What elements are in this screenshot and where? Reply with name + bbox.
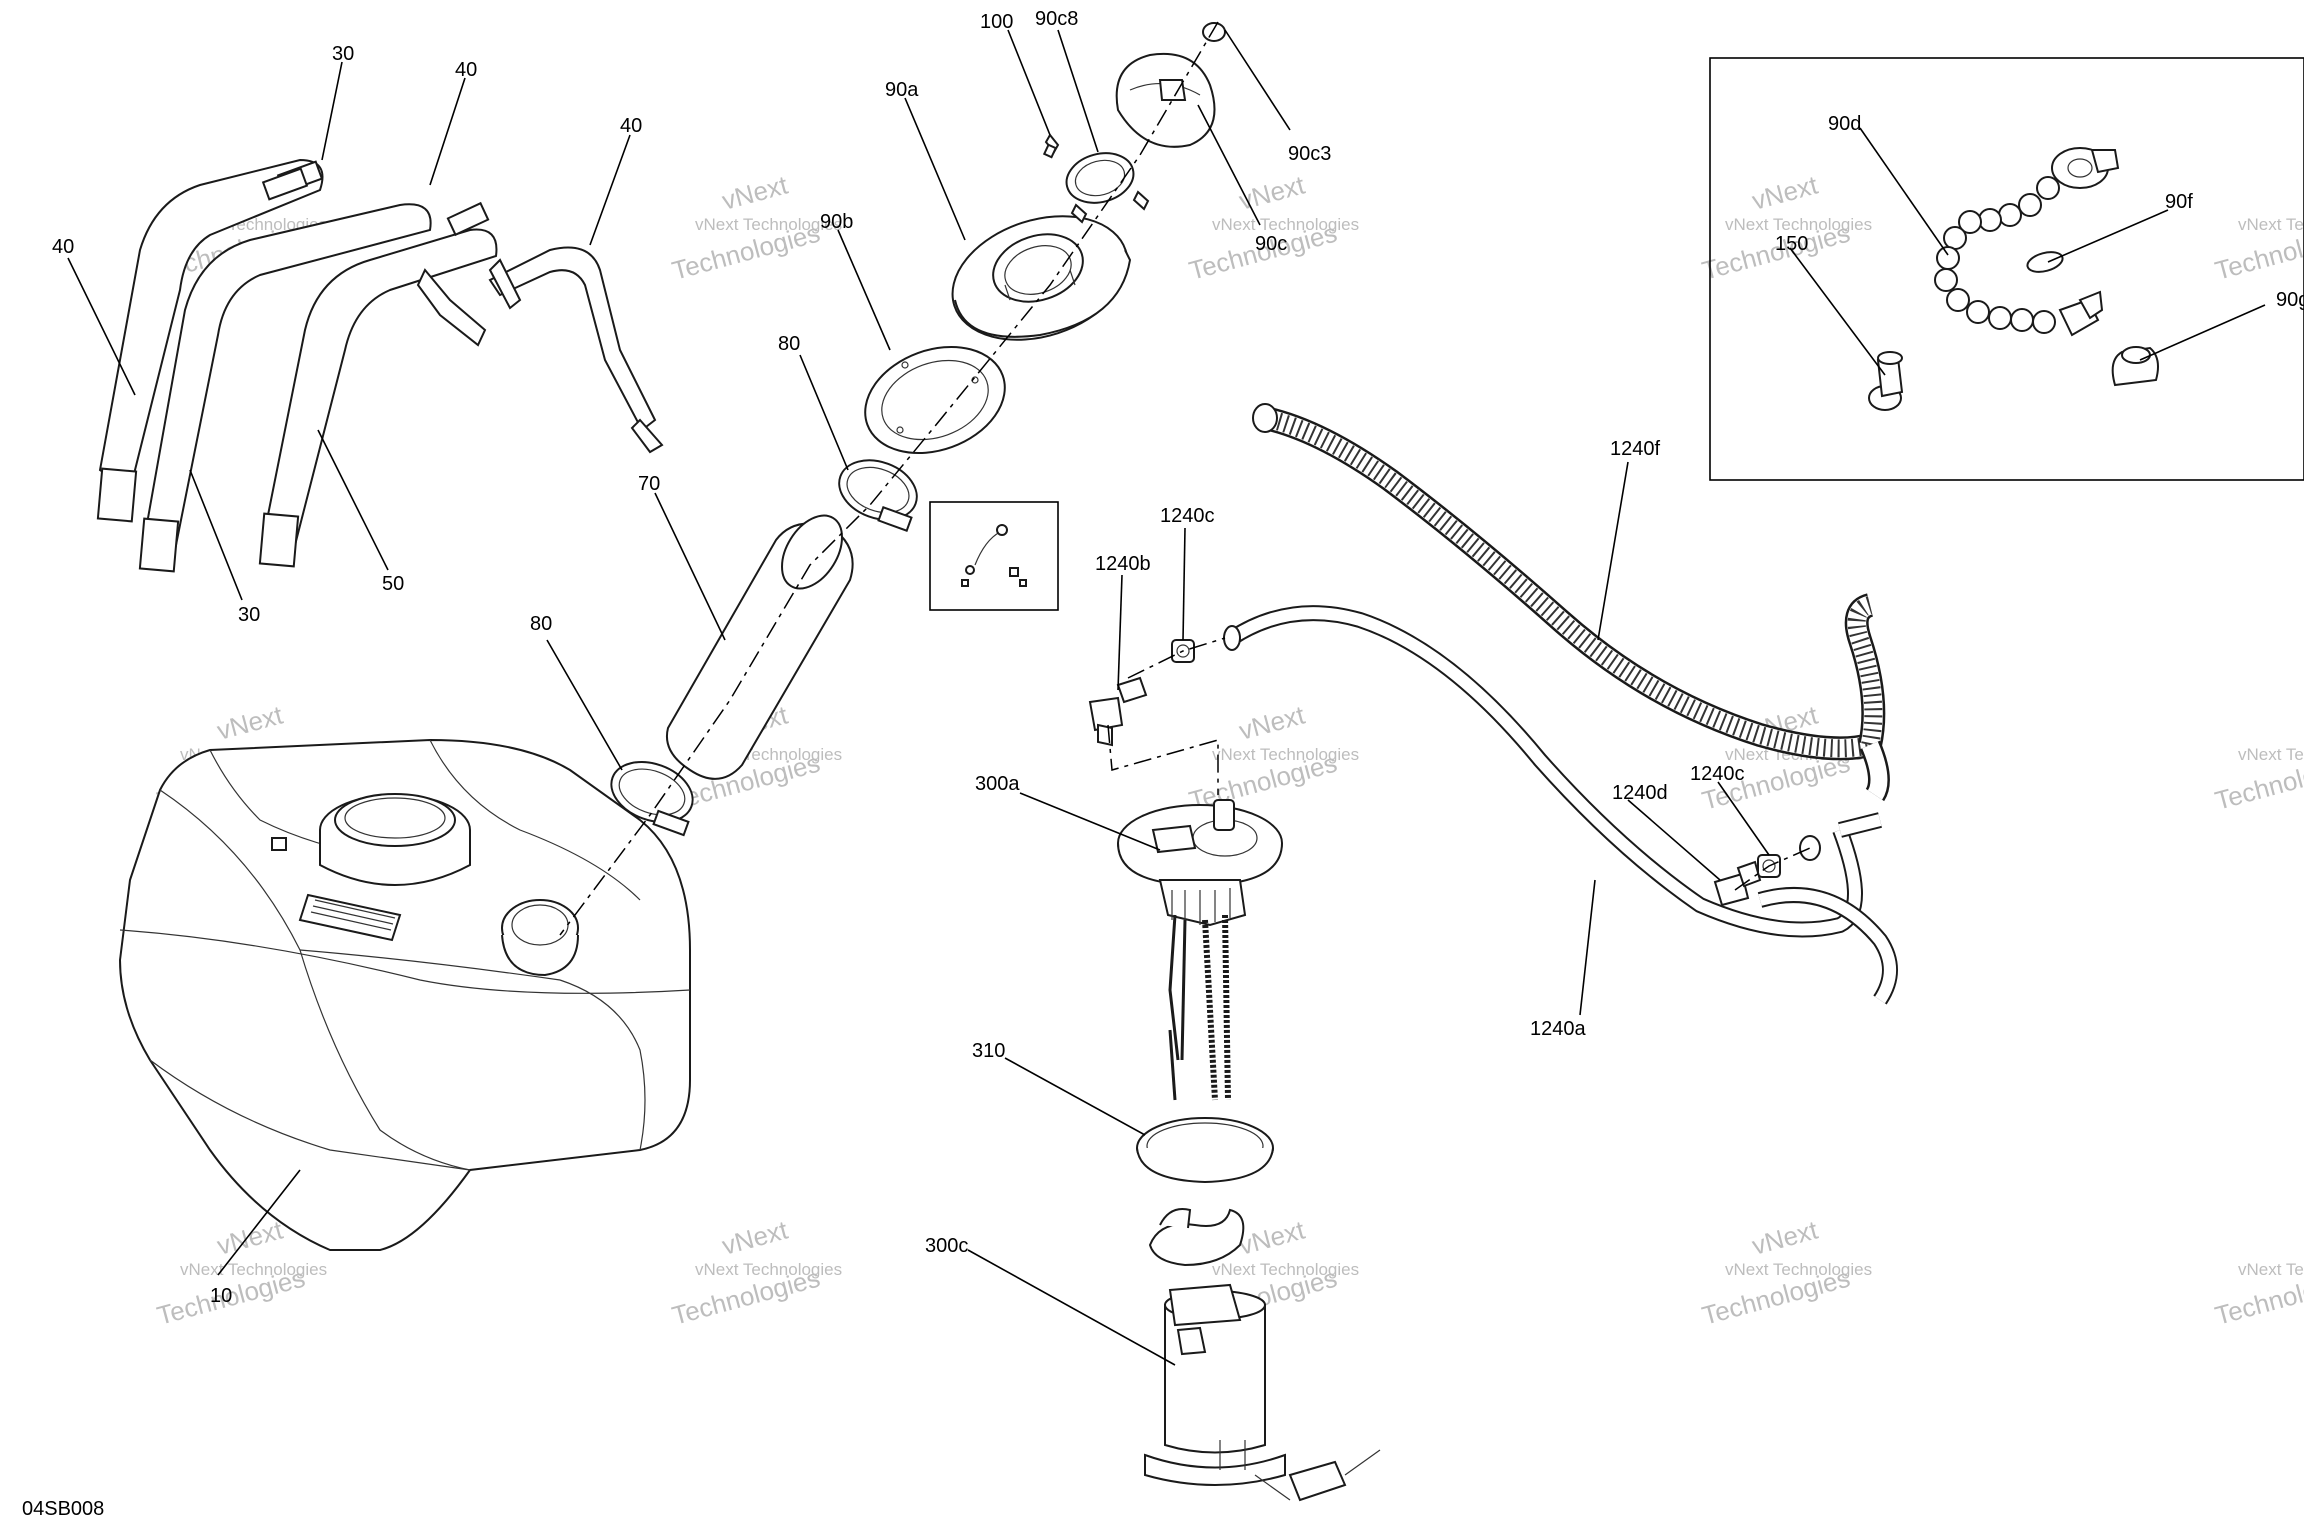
svg-text:vNext: vNext [1236, 1214, 1309, 1260]
leader-lines [67, 29, 2266, 1366]
callouts: 30 40 40 40 30 50 100 90c8 90a 90c3 90c … [52, 8, 2304, 1307]
svg-text:vNext Technologies: vNext Technologies [1725, 215, 1872, 234]
svg-text:vNext: vNext [1236, 699, 1309, 745]
callout-1240c: 1240c [1690, 763, 1745, 785]
clamp-80-lower-part[interactable] [603, 751, 701, 837]
callout-1240d: 1240d [1612, 782, 1668, 804]
connector-1240b-part[interactable] [1088, 676, 1148, 747]
callout-80: 80 [778, 333, 800, 355]
callout-50: 50 [382, 573, 404, 595]
svg-text:vNext Technologies: vNext Technologies [1212, 745, 1359, 764]
ring-90c8-part[interactable] [1061, 146, 1139, 210]
callout-90f: 90f [2165, 191, 2193, 213]
callout-1240f: 1240f [1610, 438, 1660, 460]
fuel-line-1240a-part[interactable] [1223, 605, 1898, 1005]
cap-90c-part[interactable] [1115, 52, 1216, 148]
fuel-tank-part[interactable] [118, 738, 691, 1251]
svg-text:vNext Technologies: vNext Technologies [1725, 1260, 1872, 1279]
strap-40-right-part[interactable] [488, 246, 664, 454]
watermark: vNext Technologies Technologies [2212, 215, 2304, 286]
svg-text:vNext Technologies: vNext Technologies [2238, 1260, 2304, 1279]
callout-90c3: 90c3 [1288, 143, 1331, 165]
bushing-90g-part[interactable] [2111, 346, 2159, 387]
svg-text:vNext Technologies: vNext Technologies [695, 1260, 842, 1279]
watermark: vNext Technologies vNext Technologies [1186, 699, 1359, 815]
callout-100: 100 [980, 11, 1013, 33]
svg-text:vNext: vNext [214, 1214, 287, 1260]
svg-text:vNext Technologies: vNext Technologies [1212, 215, 1359, 234]
watermark: vNext Technologies vNext Technologies [1699, 169, 1872, 285]
fuel-pump-300c-part[interactable] [1144, 1208, 1381, 1502]
cap-chain-inset-box [1709, 57, 2304, 481]
callout-30: 30 [238, 604, 260, 626]
screw-100-part[interactable] [1042, 133, 1060, 159]
svg-text:vNext: vNext [1749, 1214, 1822, 1260]
watermark: vNext Technologies vNext Technologies [669, 1214, 842, 1330]
svg-text:vNext Technologies: vNext Technologies [180, 1260, 327, 1279]
callout-1240b: 1240b [1095, 553, 1151, 575]
gasket-90b-part[interactable] [850, 328, 1020, 471]
svg-text:vNext Technologies: vNext Technologies [2238, 215, 2304, 234]
fuel-pump-module-300a-part[interactable] [1117, 799, 1283, 1101]
rivet-150-part[interactable] [1868, 351, 1904, 411]
watermark: vNext Technologies Technologies [2212, 1260, 2304, 1331]
callout-30: 30 [332, 43, 354, 65]
watermark: vNext Technologies Technologies [2212, 745, 2304, 816]
watermark: vNext Technologies vNext Technologies [669, 169, 842, 285]
callout-1240c: 1240c [1160, 505, 1215, 527]
strap-50-part[interactable] [258, 201, 498, 568]
callout-40: 40 [52, 236, 74, 258]
clamp-80-upper-part[interactable] [831, 450, 925, 532]
svg-text:vNext: vNext [1749, 169, 1822, 215]
callout-90b: 90b [820, 211, 853, 233]
svg-text:vNext Technologies: vNext Technologies [695, 215, 842, 234]
callout-310: 310 [972, 1040, 1005, 1062]
vent-hose-1240f-part[interactable] [1252, 403, 1890, 802]
filler-neck-90a-part[interactable] [936, 195, 1143, 361]
connector-1240d-part[interactable] [1713, 860, 1762, 907]
svg-text:vNext Technologies: vNext Technologies [2238, 745, 2304, 764]
callout-90c: 90c [1255, 233, 1287, 255]
seal-ring-310-part[interactable] [1136, 1117, 1274, 1184]
svg-text:vNext: vNext [719, 1214, 792, 1260]
callout-70: 70 [638, 473, 660, 495]
callout-40: 40 [620, 115, 642, 137]
tether-inset-box [929, 501, 1059, 611]
svg-text:vNext Technologies: vNext Technologies [1212, 1260, 1359, 1279]
cap-chain-90d-part[interactable] [1934, 147, 2120, 337]
plug-90c3-part[interactable] [1202, 22, 1226, 42]
callout-90d: 90d [1828, 113, 1861, 135]
filler-hose-70-part[interactable] [666, 505, 854, 780]
callout-10: 10 [210, 1285, 232, 1307]
callout-300c: 300c [925, 1235, 968, 1257]
strap-40-left-part[interactable] [138, 167, 432, 573]
callout-300a: 300a [975, 773, 1020, 795]
washer-90f-part[interactable] [2025, 249, 2064, 276]
callout-90a: 90a [885, 79, 919, 101]
svg-text:vNext: vNext [1236, 169, 1309, 215]
diagram-code: 04SB008 [22, 1498, 104, 1520]
screws-part[interactable] [1070, 190, 1150, 224]
watermark: vNext Technologies vNext Technologies [1186, 169, 1359, 285]
callout-80: 80 [530, 613, 552, 635]
watermark: vNext Technologies vNext Technologies [1699, 1214, 1872, 1330]
svg-text:vNext: vNext [719, 169, 792, 215]
assembly-centerlines [559, 21, 1811, 936]
callout-150: 150 [1775, 233, 1808, 255]
callout-90c8: 90c8 [1035, 8, 1078, 30]
callout-90g: 90g [2276, 289, 2304, 311]
svg-text:vNext: vNext [214, 699, 287, 745]
callout-1240a: 1240a [1530, 1018, 1586, 1040]
callout-40: 40 [455, 59, 477, 81]
